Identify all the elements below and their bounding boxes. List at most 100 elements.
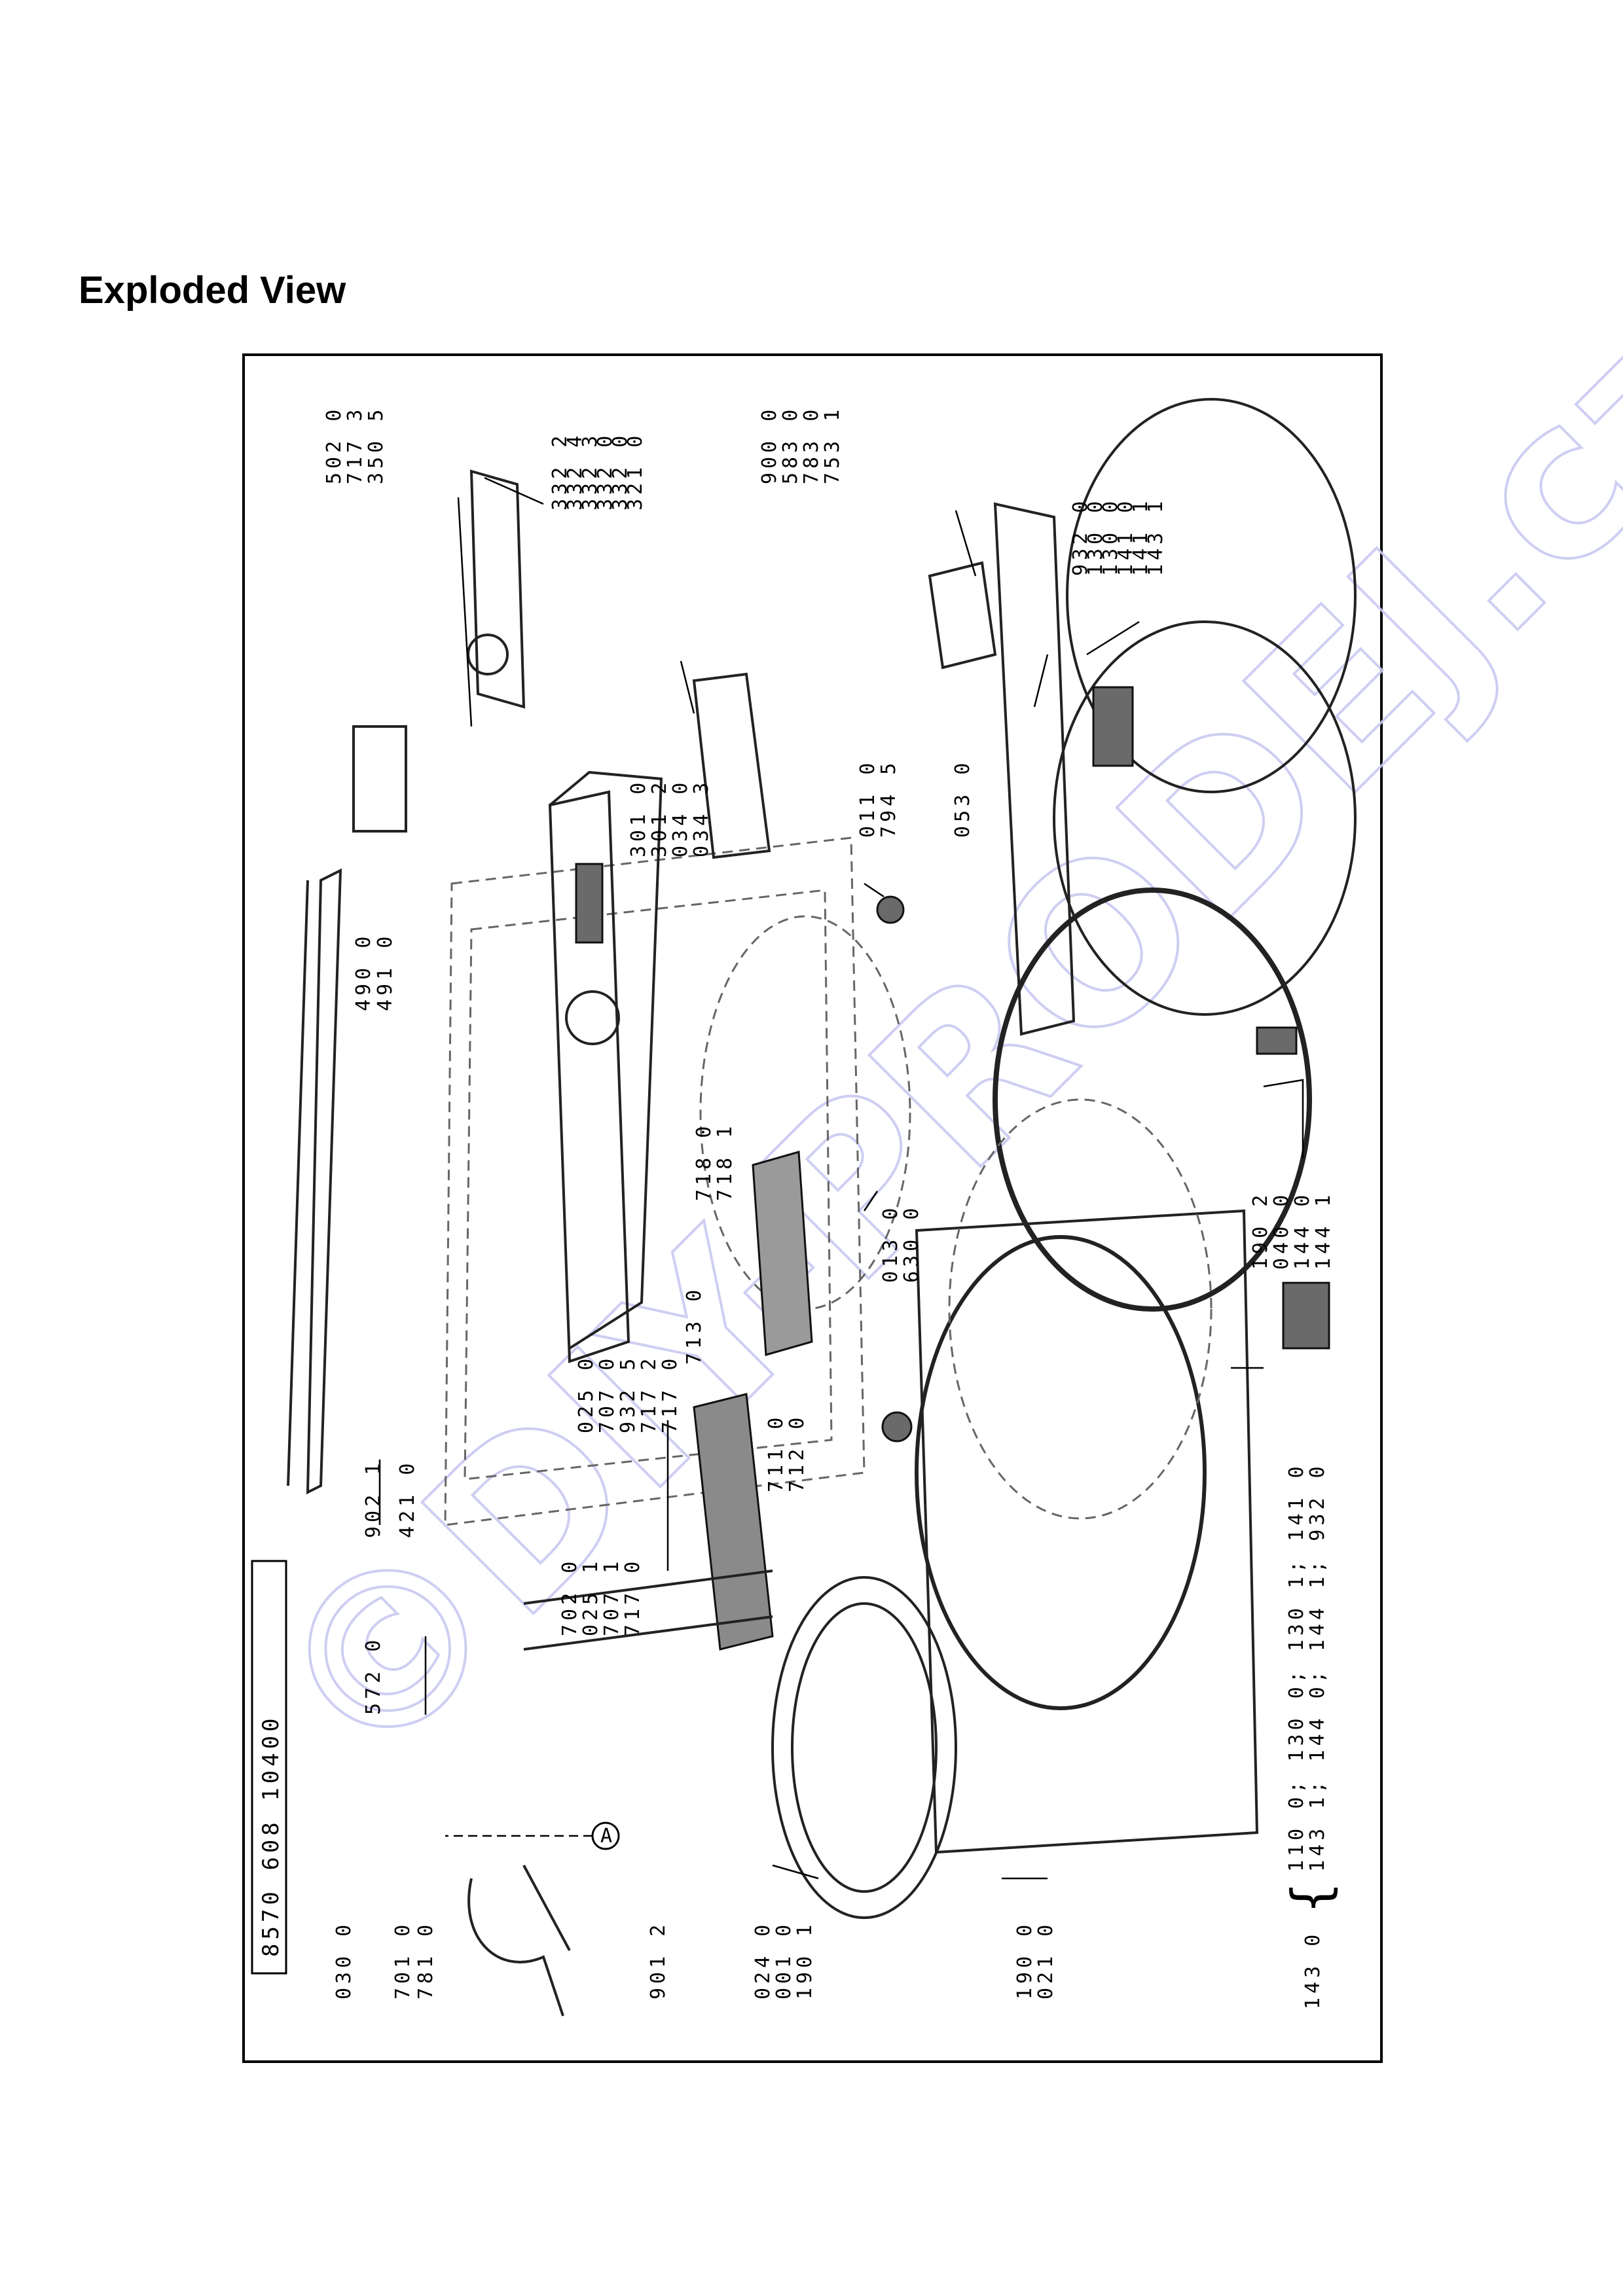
label-701-0: 701 0 [392, 1921, 414, 2000]
inlet-hose [522, 1865, 571, 1951]
door-inner-frame [993, 888, 1312, 1312]
control-panel-part [548, 790, 630, 1363]
label-572-0: 572 0 [362, 1636, 385, 1715]
front-rail-part [993, 502, 1076, 1036]
label-013-0: 013 0 [879, 1204, 902, 1283]
label-711-0: 711 0 [765, 1414, 788, 1492]
label-024-0: 024 0 [752, 1921, 775, 2000]
fascia-panel-part [549, 770, 663, 1350]
label-332-0-b: 332 0 [609, 432, 632, 511]
model-code-label: 8570 608 10400 [258, 1714, 284, 1957]
model-code-box [251, 1560, 287, 1975]
front-panel-part [915, 1209, 1259, 1854]
valve-assembly [752, 1151, 813, 1356]
watermark-text: ©DIY-PRODEJ.cz [225, 266, 1623, 1816]
label-421-0: 421 0 [396, 1460, 419, 1538]
foot-2 [881, 1411, 913, 1443]
label-332-0-a: 332 0 [594, 432, 617, 511]
label-717-0: 717 0 [659, 1355, 682, 1433]
label-502-0: 502 0 [323, 406, 346, 484]
door-gasket-inner [791, 1602, 938, 1893]
label-143-1: 143 1 [1144, 497, 1167, 576]
label-900-0: 900 0 [758, 406, 781, 484]
foot-1 [876, 895, 905, 924]
diagram-frame [242, 353, 1383, 2063]
label-group-row-2: 143 1; 144 0; 144 1; 932 0 [1306, 1462, 1329, 1872]
group-brace: { [1281, 1881, 1341, 1914]
label-141-1: 141 1 [1129, 497, 1152, 576]
label-781-0: 781 0 [414, 1921, 437, 2000]
label-490-0: 490 0 [352, 933, 375, 1011]
label-034-3: 034 3 [690, 779, 713, 857]
label-332-3: 332 3 [579, 432, 602, 511]
label-702-0: 702 0 [558, 1558, 581, 1636]
label-332-4: 332 4 [564, 432, 587, 511]
label-901-2: 901 2 [647, 1921, 670, 2000]
label-001-0: 001 0 [773, 1921, 795, 2000]
label-794-5: 794 5 [877, 759, 900, 838]
page-title: Exploded View [79, 269, 346, 312]
label-491-0: 491 0 [374, 933, 397, 1011]
cabinet-outline [444, 836, 866, 1526]
label-713-0: 713 0 [683, 1286, 706, 1365]
label-030-0: 030 0 [333, 1921, 356, 2000]
dispenser-assembly [928, 561, 997, 670]
label-902-1: 902 1 [362, 1460, 385, 1538]
selector-ring [467, 634, 509, 675]
hinge-part [1256, 1026, 1298, 1055]
handle-part [1092, 686, 1134, 767]
label-190-1: 190 1 [793, 1921, 816, 2000]
door-outer-ring [1066, 398, 1357, 793]
label-718-1: 718 1 [714, 1122, 737, 1201]
label-040-0: 040 0 [1270, 1191, 1293, 1270]
label-011-0: 011 0 [856, 759, 879, 838]
cabinet-inner-outline [464, 889, 833, 1480]
label-021-0: 021 0 [1034, 1921, 1057, 2000]
pump-assembly [693, 1393, 774, 1651]
label-583-0: 583 0 [779, 406, 802, 484]
label-707-0: 707 0 [596, 1355, 619, 1433]
label-301-0: 301 0 [627, 779, 650, 857]
label-190-0: 190 0 [1013, 1921, 1036, 2000]
label-332-2: 332 2 [549, 432, 572, 511]
label-783-0: 783 0 [800, 406, 823, 484]
label-034-0: 034 0 [669, 779, 692, 857]
label-130-0-a: 130 0 [1084, 497, 1107, 576]
label-301-2: 301 2 [648, 779, 671, 857]
label-932-0: 932 0 [1069, 497, 1092, 576]
front-porthole [915, 1235, 1207, 1710]
program-knob [565, 990, 620, 1045]
callout-a-letter: A [600, 1825, 612, 1848]
label-718-0: 718 0 [693, 1122, 716, 1201]
label-753-1: 753 1 [821, 406, 844, 484]
tub-outline [948, 1098, 1213, 1520]
label-143-0: 143 0 [1302, 1931, 1324, 2009]
label-321-0: 321 0 [624, 432, 647, 511]
label-717-3: 717 3 [344, 406, 367, 484]
label-717-0-b: 717 0 [621, 1558, 644, 1636]
pcb-board [352, 725, 407, 833]
door-gasket [771, 1576, 957, 1919]
label-144-0: 144 0 [1291, 1191, 1314, 1270]
label-190-2: 190 2 [1249, 1191, 1272, 1270]
label-141-0: 141 0 [1114, 497, 1137, 576]
drain-hose [467, 1878, 564, 2017]
label-053-0: 053 0 [951, 759, 974, 838]
label-025-0: 025 0 [575, 1355, 598, 1433]
dispenser-drawer [692, 672, 771, 859]
labels-layer: 030 0 701 0 781 0 901 2 024 0 001 0 190 … [323, 406, 1341, 2009]
label-630-0: 630 0 [900, 1204, 923, 1283]
door-glass [1053, 620, 1357, 1016]
lock-part [1282, 1282, 1330, 1350]
label-707-1: 707 1 [600, 1558, 623, 1636]
label-717-2: 717 2 [638, 1355, 661, 1433]
label-130-0-b: 130 0 [1099, 497, 1122, 576]
label-932-5: 932 5 [617, 1355, 640, 1433]
label-712-0: 712 0 [786, 1414, 809, 1492]
worktop-part [287, 868, 342, 1495]
control-panel-knob [575, 863, 604, 944]
leader-lines [378, 476, 1304, 1880]
label-group-row-1: 110 0; 130 0; 130 1; 141 0 [1285, 1462, 1308, 1872]
heater-element [523, 1570, 773, 1651]
